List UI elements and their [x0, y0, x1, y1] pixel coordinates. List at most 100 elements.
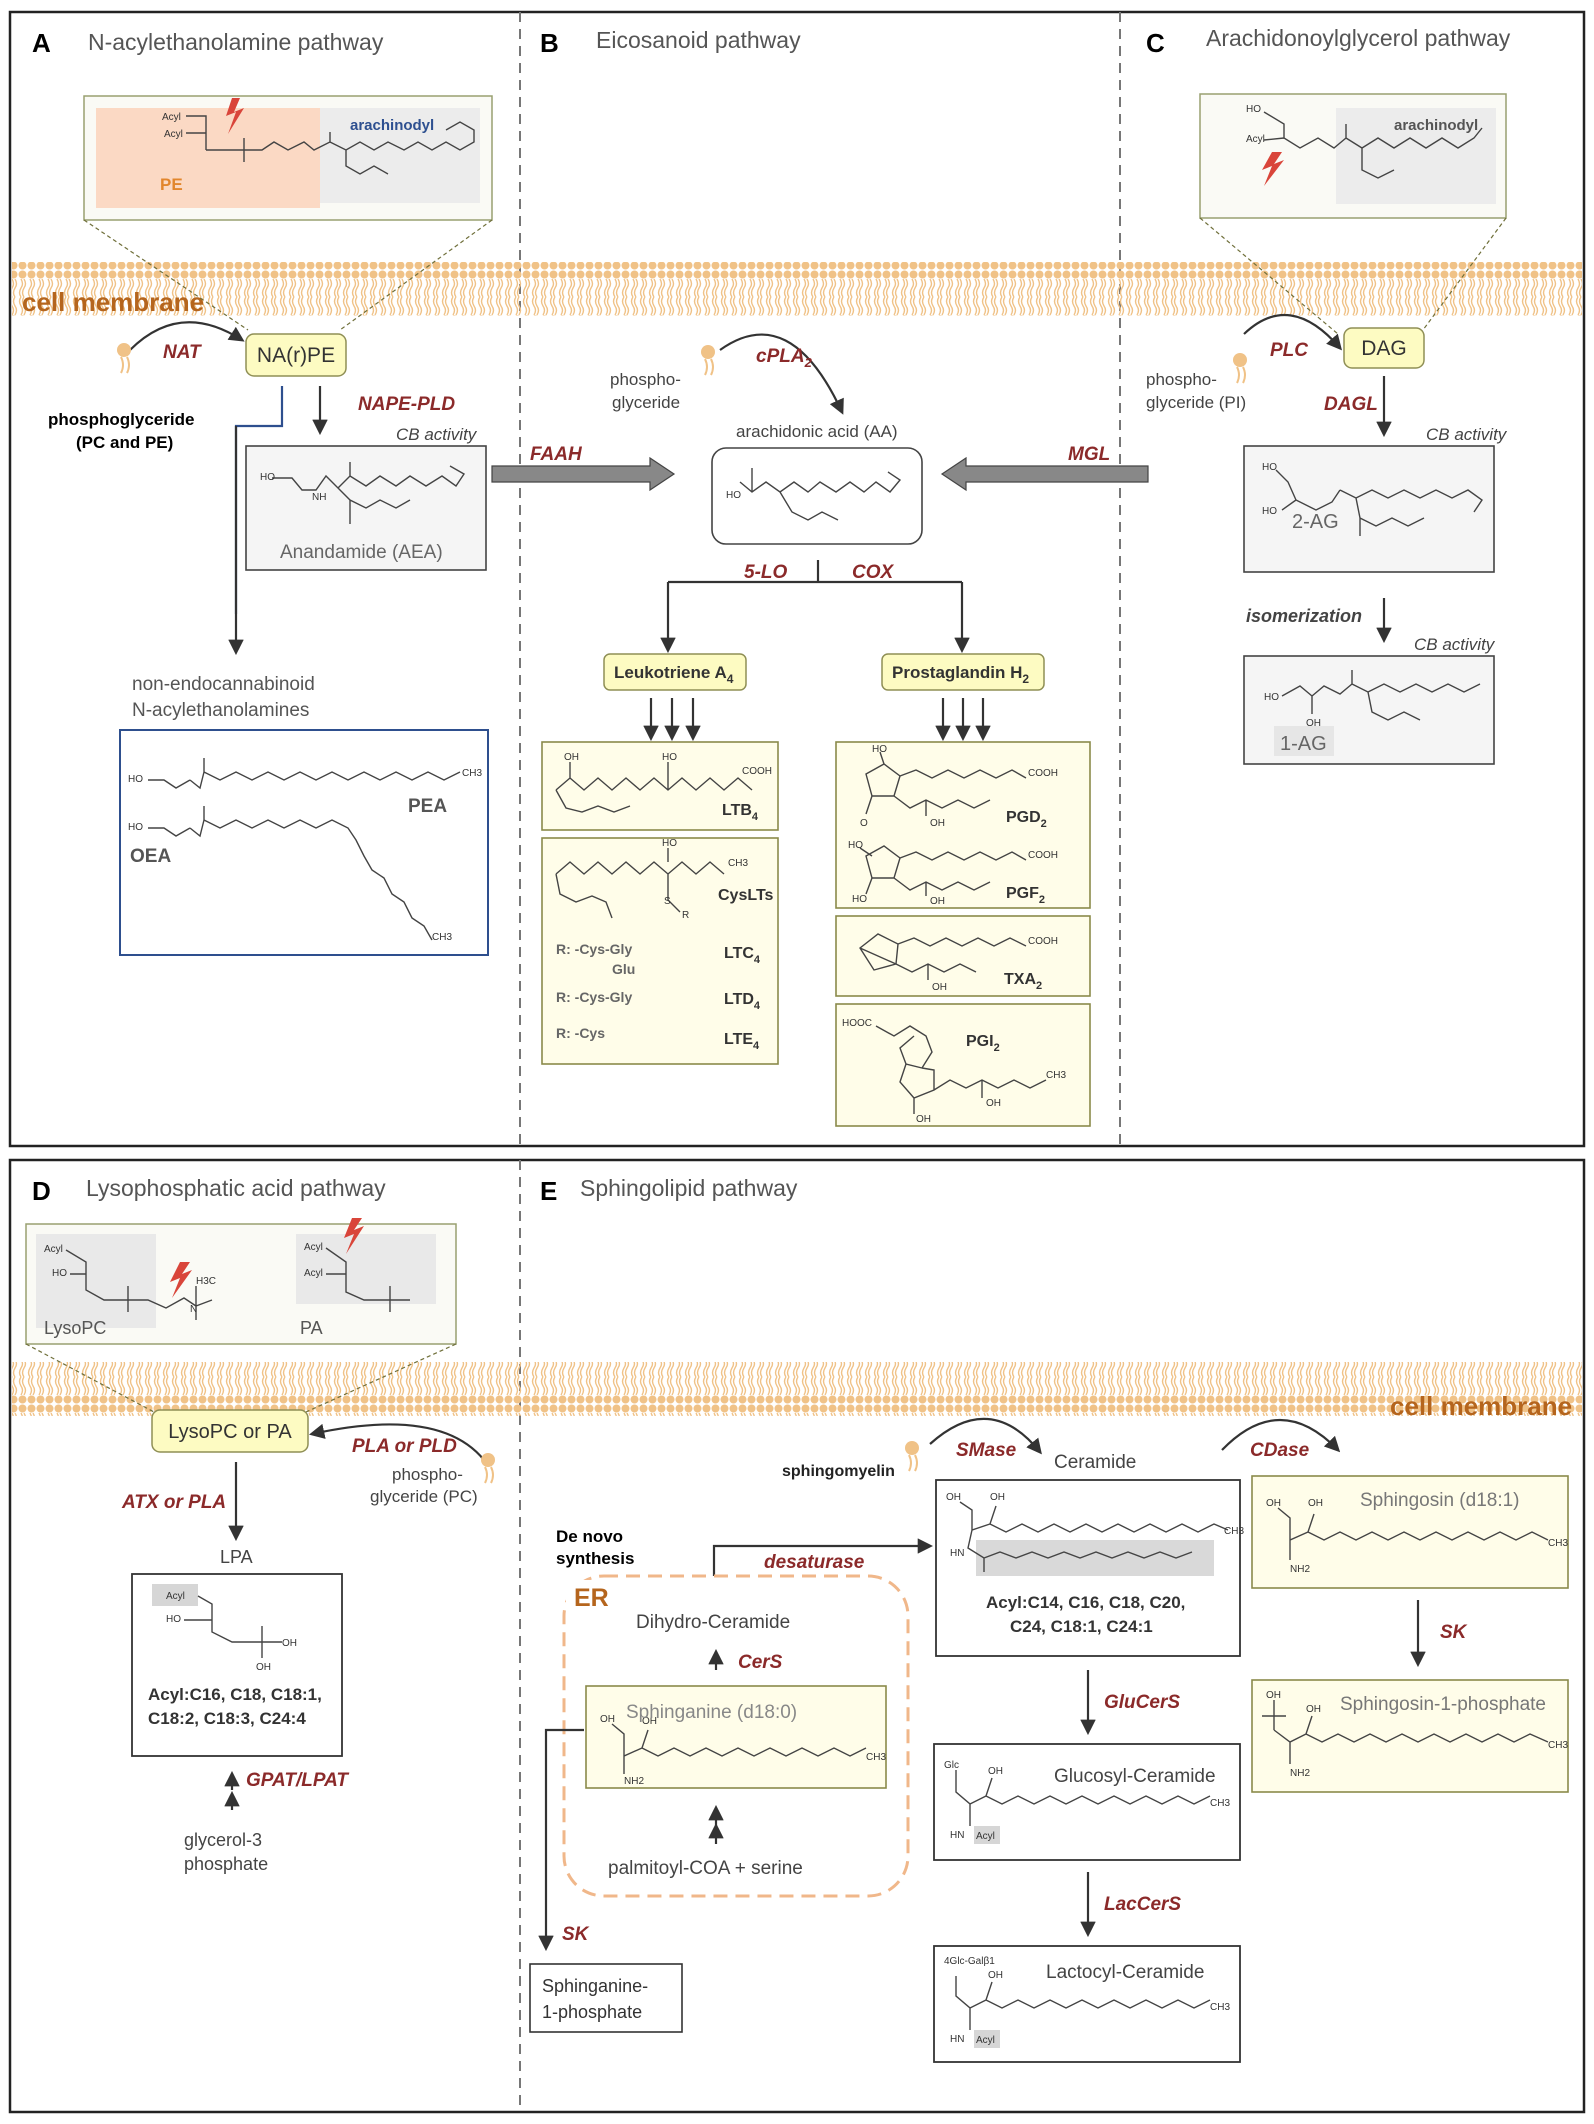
phosphoglyceride-c-icon [1233, 353, 1247, 367]
cb-activity-a: CB activity [396, 425, 478, 444]
cleavage-bolt-d1 [170, 1262, 192, 1298]
lactosyl-structure [955, 1976, 1211, 2030]
cpla2-arrow [719, 333, 844, 415]
lysopc-structure [65, 1249, 213, 1320]
aea-structure [272, 462, 465, 524]
pgi2-box [835, 1003, 1091, 1127]
phospho-c-line2: glyceride (PI) [1146, 393, 1246, 412]
txa2-oh: OH [932, 982, 947, 993]
ag2-label: 2-AG [1292, 511, 1339, 533]
glucosyl-hn: HN [950, 1830, 964, 1841]
cpla2-label: cPLA2 [756, 346, 813, 370]
glucosyl-label: Glucosyl-Ceramide [1054, 1766, 1216, 1787]
lysopc-h3c: H3C [196, 1276, 216, 1287]
non-endo-line2: N-acylethanolamines [132, 700, 309, 721]
cyslts-ho: HO [662, 838, 677, 849]
oea-structure [148, 806, 433, 941]
lta4-box [603, 653, 747, 691]
cyslts-ch3: CH3 [728, 858, 748, 869]
nape-structure [186, 115, 475, 175]
lte4-label: LTE4 [724, 1031, 760, 1052]
s1p-oh1: OH [1266, 1690, 1281, 1701]
dihydro-label: Dihydro-Ceramide [636, 1612, 790, 1633]
inset-arachinodyl-label: arachinodyl [350, 117, 434, 134]
smase-label: SMase [956, 1440, 1017, 1461]
membrane-label-bottom: cell membrane [1390, 1391, 1572, 1421]
lactosyl-oh: OH [988, 1970, 1003, 1981]
oea-ho: HO [128, 822, 143, 833]
ag1-oh: OH [1306, 718, 1321, 729]
sphinganine-structure [611, 1723, 867, 1774]
lta4-label: Leukotriene A4 [614, 663, 734, 686]
glucosyl-acyl: Acyl [976, 1831, 995, 1842]
er-compartment [562, 1574, 910, 1898]
pgi2-ch3: CH3 [1046, 1070, 1066, 1081]
ceramide-acyl-line1: Acyl:C14, C16, C18, C20, [986, 1593, 1185, 1612]
top-panel-frame [8, 10, 1586, 1148]
ceramide-acyl-bg [976, 1540, 1214, 1576]
pa-structure [325, 1247, 410, 1312]
cyslts-label: CysLTs [718, 887, 774, 904]
aa-ho: HO [726, 490, 741, 501]
s1p-label: Sphingosin-1-phosphate [1340, 1694, 1546, 1715]
gpat-label: GPAT/LPAT [246, 1770, 349, 1791]
sphinganine-oh1: OH [600, 1714, 615, 1725]
sk-arrow [538, 1728, 584, 1952]
plc-arrow [1243, 313, 1343, 351]
c-inset-structure [1263, 111, 1483, 179]
aea-nh: NH [312, 492, 326, 503]
cyslts-r3: R: -Cys [556, 1025, 605, 1041]
desaturase-arrow [712, 1538, 934, 1576]
lpa-acyl-line1: Acyl:C16, C18, C18:1, [148, 1685, 322, 1704]
ltb4-box [541, 741, 779, 831]
ceramide-structure [959, 1501, 1229, 1572]
isomerization-label: isomerization [1246, 606, 1362, 626]
inset-leader-left [83, 219, 249, 331]
phosphoglyceride-c-tail-icon [1236, 366, 1246, 384]
dag-label: DAG [1361, 337, 1407, 360]
txa2-label: TXA2 [1004, 971, 1042, 992]
ceramide-ch3: CH3 [1224, 1526, 1244, 1537]
glucosyl-oh: OH [988, 1766, 1003, 1777]
pla-pld-arrow [308, 1423, 485, 1461]
aea-label: Anandamide (AEA) [280, 542, 443, 563]
cell-membrane-bottom [12, 1362, 1582, 1416]
pg-box [835, 741, 1091, 909]
phosphoglyceride-d-tail-icon [484, 1466, 494, 1484]
sphinganine-nh2: NH2 [624, 1776, 644, 1787]
non-endo-line1: non-endocannabinoid [132, 674, 315, 695]
desaturase-label: desaturase [764, 1552, 865, 1573]
pa-label: PA [300, 1318, 323, 1338]
c-inset-leader-right [1419, 217, 1507, 335]
denovo-line2: synthesis [556, 1549, 634, 1568]
phospho-b-line1: phospho- [610, 370, 681, 389]
cdase-arrow [1221, 1419, 1341, 1453]
cleavage-bolt-c [1262, 152, 1284, 186]
sphinganine-1p-box [529, 1963, 683, 2033]
s1p-line1: Sphinganine- [542, 1976, 648, 1996]
glucers-label: GluCerS [1104, 1692, 1180, 1713]
pgf2-ho2: HO [852, 894, 867, 905]
d-inset-leader-left [25, 1343, 155, 1413]
pgi2-oh2: OH [916, 1114, 931, 1125]
lactosyl-ch3: CH3 [1210, 2002, 1230, 2013]
g3p-line1: glycerol-3 [184, 1830, 262, 1850]
pgi2-label: PGI2 [966, 1033, 1000, 1054]
panel-d-letter: D [32, 1176, 51, 1206]
lpa-acyl-bg [152, 1584, 198, 1606]
lysopc-ho: HO [52, 1268, 67, 1279]
panel-a: Acyl Acyl arachinodyl PE NA(r)PE NAT pho… [48, 95, 493, 956]
ltc4-label: LTC4 [724, 945, 761, 966]
faah-arrow [491, 456, 676, 492]
ceramide-hn: HN [950, 1548, 964, 1559]
ag1-label-bg [1274, 726, 1334, 756]
ag2-ho2: HO [1262, 506, 1277, 517]
ceramide-label: Ceramide [1054, 1452, 1136, 1473]
sphinganine-ch3: CH3 [866, 1752, 886, 1763]
panel-e: sphingomyelin SMase Ceramide OH OH HN CH… [529, 1417, 1569, 2063]
pgd2-o: O [860, 818, 868, 829]
pea-structure [148, 758, 461, 790]
phosphoglyceride-tail-icon [120, 356, 130, 374]
ag1-ho: HO [1264, 692, 1279, 703]
